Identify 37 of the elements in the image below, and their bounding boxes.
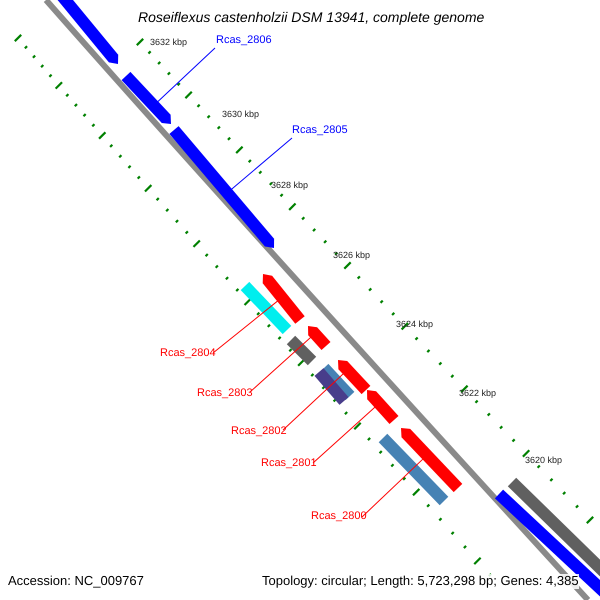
gene-bar — [286, 336, 316, 366]
gene-label: Rcas_2801 — [261, 457, 317, 470]
gene-label: Rcas_2806 — [216, 34, 272, 47]
gene-bar — [508, 478, 600, 576]
gene-bar — [401, 428, 462, 492]
scale-label: 3620 kbp — [525, 455, 562, 466]
footer-text: Topology: circular; Length: 5,723,298 bp; Genes: 4,385 — [262, 574, 579, 589]
gene-bar — [240, 282, 292, 334]
gene-label: Rcas_2804 — [160, 347, 216, 360]
gene-bar — [338, 360, 370, 394]
scale-label: 3622 kbp — [459, 388, 496, 398]
gene-bar — [262, 274, 305, 324]
leader-line — [282, 372, 344, 430]
map-title: Roseiflexus castenholzii DSM 13941, complete genome — [138, 9, 484, 26]
scale-label: 3630 kbp — [222, 109, 260, 120]
gene-bar — [308, 326, 330, 350]
leader-line — [312, 406, 376, 464]
scale-label: 3626 kbp — [333, 250, 370, 260]
gene-bar — [378, 434, 448, 506]
gene-bar — [314, 368, 348, 405]
gene-label: Rcas_2803 — [197, 387, 253, 400]
leader-line — [212, 300, 278, 354]
gene-bar — [57, 0, 118, 64]
scale-label: 3624 kbp — [396, 319, 434, 330]
scale-label: 3632 kbp — [150, 37, 188, 48]
footer-text: Accession: NC_009767 — [8, 574, 144, 589]
gene-label: Rcas_2805 — [292, 124, 348, 137]
gene-bar — [122, 72, 171, 124]
leader-line — [156, 48, 216, 103]
gene-bar — [494, 490, 600, 596]
leader-line — [250, 336, 312, 392]
gene-bar — [367, 390, 398, 424]
gene-label: Rcas_2802 — [231, 425, 287, 438]
leader-line — [362, 458, 424, 518]
gene-label: Rcas_2800 — [311, 510, 367, 523]
scale-label: 3628 kbp — [271, 180, 308, 190]
leader-line — [230, 138, 292, 190]
